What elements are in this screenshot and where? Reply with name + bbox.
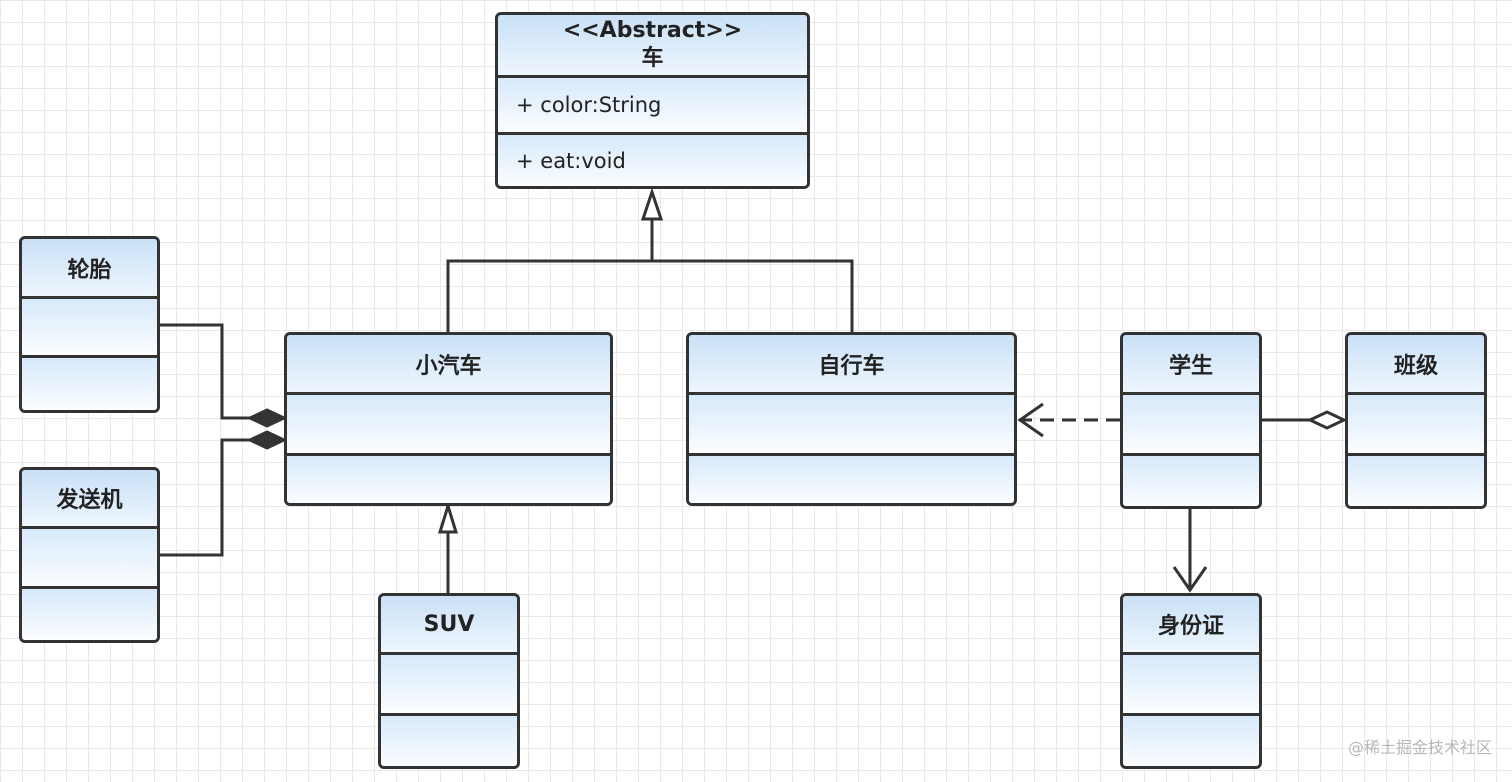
class-methods (1123, 713, 1259, 766)
composition-line-tire (160, 323, 250, 420)
class-methods (287, 453, 610, 503)
attribute-color: + color:String (516, 93, 662, 117)
class-box-vehicle[interactable]: <<Abstract>> 车 + color:String + eat:void (495, 12, 810, 189)
class-attributes (381, 652, 517, 713)
class-name: 自行车 (689, 335, 1014, 392)
class-name: 身份证 (1123, 596, 1259, 652)
class-stereotype: <<Abstract>> (562, 18, 743, 43)
class-box-suv[interactable]: SUV (378, 593, 520, 769)
generalization-line-bicycle-to-vehicle (652, 259, 854, 332)
class-attributes (689, 392, 1014, 453)
class-name: 小汽车 (287, 335, 610, 392)
class-methods (689, 453, 1014, 503)
class-name: 发送机 (22, 470, 157, 526)
dependency-arrowhead-bicycle (1017, 402, 1044, 438)
class-methods (22, 586, 157, 640)
class-methods (381, 713, 517, 766)
watermark: @稀土掘金技术社区 (1347, 738, 1492, 757)
generalization-arrowhead-small-car (437, 500, 459, 534)
composition-diamond-tire (246, 408, 288, 428)
class-name: 班级 (1348, 335, 1484, 392)
class-box-student[interactable]: 学生 (1120, 332, 1262, 509)
generalization-arrowhead-vehicle (640, 187, 664, 221)
composition-line-engine (160, 438, 250, 557)
class-attributes: + color:String (498, 75, 807, 132)
class-attributes (1348, 392, 1484, 453)
generalization-line-car-to-vehicle (446, 219, 654, 332)
class-box-class-group[interactable]: 班级 (1345, 332, 1487, 509)
class-methods: + eat:void (498, 132, 807, 186)
association-arrowhead-idcard (1172, 566, 1208, 593)
class-box-tire[interactable]: 轮胎 (19, 236, 160, 413)
class-methods (22, 355, 157, 410)
class-methods (1348, 453, 1484, 506)
class-methods (1123, 453, 1259, 506)
class-attributes (287, 392, 610, 453)
class-attributes (22, 296, 157, 355)
method-eat: + eat:void (516, 148, 626, 173)
composition-diamond-engine (246, 430, 288, 450)
aggregation-diamond-class (1306, 410, 1348, 430)
class-box-small-car[interactable]: 小汽车 (284, 332, 613, 506)
class-attributes (1123, 392, 1259, 453)
class-name: 车 (641, 46, 664, 71)
class-box-id-card[interactable]: 身份证 (1120, 593, 1262, 769)
class-header: <<Abstract>> 车 (498, 15, 807, 75)
class-name: SUV (381, 596, 517, 652)
class-attributes (1123, 652, 1259, 713)
class-box-engine[interactable]: 发送机 (19, 467, 160, 643)
class-name: 学生 (1123, 335, 1259, 392)
class-name: 轮胎 (22, 239, 157, 296)
class-attributes (22, 526, 157, 586)
class-box-bicycle[interactable]: 自行车 (686, 332, 1017, 506)
